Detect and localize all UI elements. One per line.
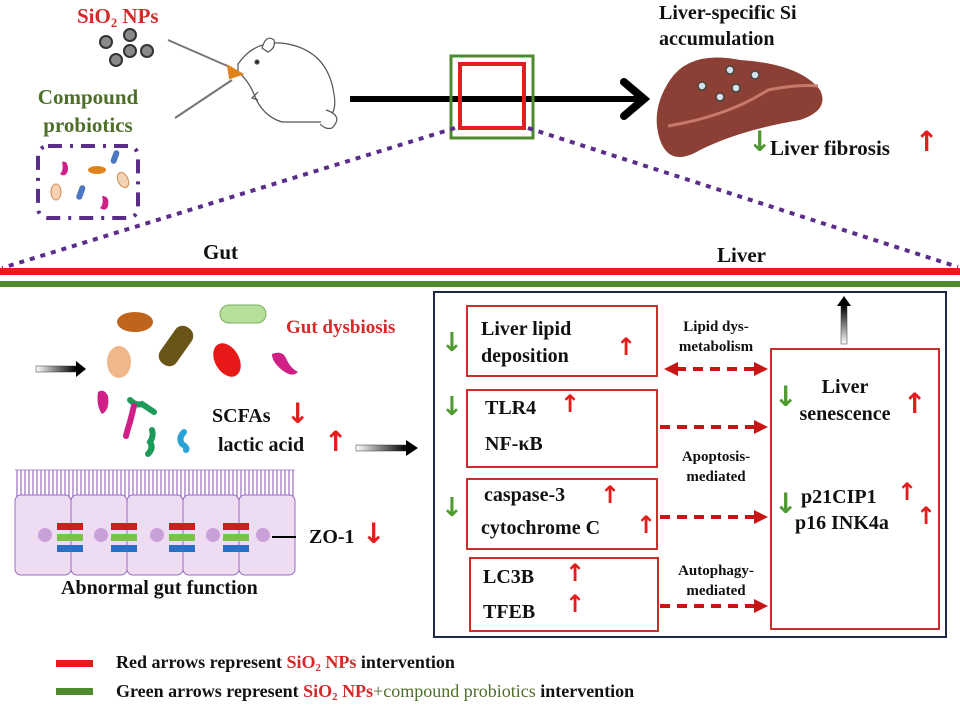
box-lipid-deposition xyxy=(466,305,658,377)
flow-arrow-senescence-up xyxy=(837,296,851,345)
mechanism-autophagy: Autophagy-mediated xyxy=(678,563,754,599)
zoom-line-right xyxy=(527,126,959,269)
fibrosis-down-arrow: ↓ xyxy=(748,125,772,158)
p16-up-arrow: ↑ xyxy=(916,502,937,530)
flow-arrow-gut-in xyxy=(35,361,86,377)
legend-green-text: Green arrows represent SiO2 NPs+compound… xyxy=(116,681,635,704)
cytochrome-label: cytochrome C xyxy=(481,517,601,539)
box-caspase-cytochrome xyxy=(466,478,658,550)
fibrosis-up-arrow: ↑ xyxy=(915,125,939,158)
red-divider-line xyxy=(0,268,960,275)
cytochrome-up-arrow: ↑ xyxy=(636,511,657,539)
liver-illustration xyxy=(656,57,823,158)
tlr4-green-down-arrow: ↓ xyxy=(441,392,463,422)
zo1-label: ZO-1 xyxy=(309,526,355,548)
legend-red-text: Red arrows represent SiO2 NPs interventi… xyxy=(116,652,455,675)
zoom-box-red xyxy=(458,62,526,130)
lactic-acid-up-arrow: ↑ xyxy=(324,425,348,458)
lactic-acid-label: lactic acid xyxy=(218,434,305,456)
tfeb-label: TFEB xyxy=(483,601,536,623)
tlr4-up-arrow: ↑ xyxy=(560,390,581,418)
caspase-green-down-arrow: ↓ xyxy=(441,493,463,523)
mouse-illustration xyxy=(237,37,338,130)
gut-epithelium xyxy=(14,469,296,576)
p16-label: p16 INK4a xyxy=(795,512,889,534)
liver-fibrosis-label: Liver fibrosis xyxy=(770,136,890,160)
p21-up-arrow: ↑ xyxy=(897,478,918,506)
nfkb-label: NF-κB xyxy=(485,433,543,455)
legend-red-swatch xyxy=(56,660,93,667)
syringes xyxy=(167,39,245,119)
tfeb-up-arrow: ↑ xyxy=(565,590,586,618)
caspase-up-arrow: ↑ xyxy=(600,481,621,509)
section-liver: Liver xyxy=(717,243,766,267)
box-tlr4-nfkb xyxy=(466,389,658,468)
abnormal-gut-label: Abnormal gut function xyxy=(61,577,258,599)
section-gut: Gut xyxy=(203,240,239,264)
mechanism-lipid-dysmetabolism: Lipid dys-metabolism xyxy=(678,319,754,355)
main-arrow-head xyxy=(620,78,651,120)
zoom-line-left xyxy=(1,126,456,270)
gut-bacteria xyxy=(97,304,298,457)
senescence-up-arrow: ↑ xyxy=(903,387,927,420)
p21-green-down-arrow: ↓ xyxy=(774,487,798,520)
probiotics-box xyxy=(36,144,140,220)
mechanism-apoptosis: Apoptosis-mediated xyxy=(681,449,751,485)
lc3b-label: LC3B xyxy=(483,566,535,588)
legend-green-swatch xyxy=(56,688,93,695)
liver-panel-frame xyxy=(433,291,947,638)
tlr4-label: TLR4 xyxy=(485,397,537,419)
scfas-label: SCFAs xyxy=(212,405,271,427)
sio2-label: SiO2 NPs xyxy=(77,4,159,30)
flow-arrow-gut-to-liver xyxy=(355,440,418,456)
probiotic-bacteria xyxy=(50,150,130,210)
green-divider-line xyxy=(0,281,960,287)
zoom-box-green xyxy=(449,54,535,140)
tight-junctions xyxy=(57,523,249,552)
gut-dysbiosis-label: Gut dysbiosis xyxy=(286,317,396,338)
sio2-particles xyxy=(99,28,154,67)
senescence-green-down-arrow: ↓ xyxy=(774,380,798,413)
scfas-down-arrow: ↓ xyxy=(286,397,310,430)
lipid-up-arrow: ↑ xyxy=(616,333,637,361)
box-lc3b-tfeb xyxy=(469,557,659,632)
lc3b-up-arrow: ↑ xyxy=(565,559,586,587)
dashed-arrow-heads xyxy=(664,362,768,613)
box-senescence xyxy=(770,348,940,630)
p21-label: p21CIP1 xyxy=(801,486,877,508)
caspase-label: caspase-3 xyxy=(484,484,566,506)
dashed-arrows xyxy=(660,367,756,608)
lipid-green-down-arrow: ↓ xyxy=(441,328,463,358)
zo1-down-arrow: ↓ xyxy=(362,517,386,550)
